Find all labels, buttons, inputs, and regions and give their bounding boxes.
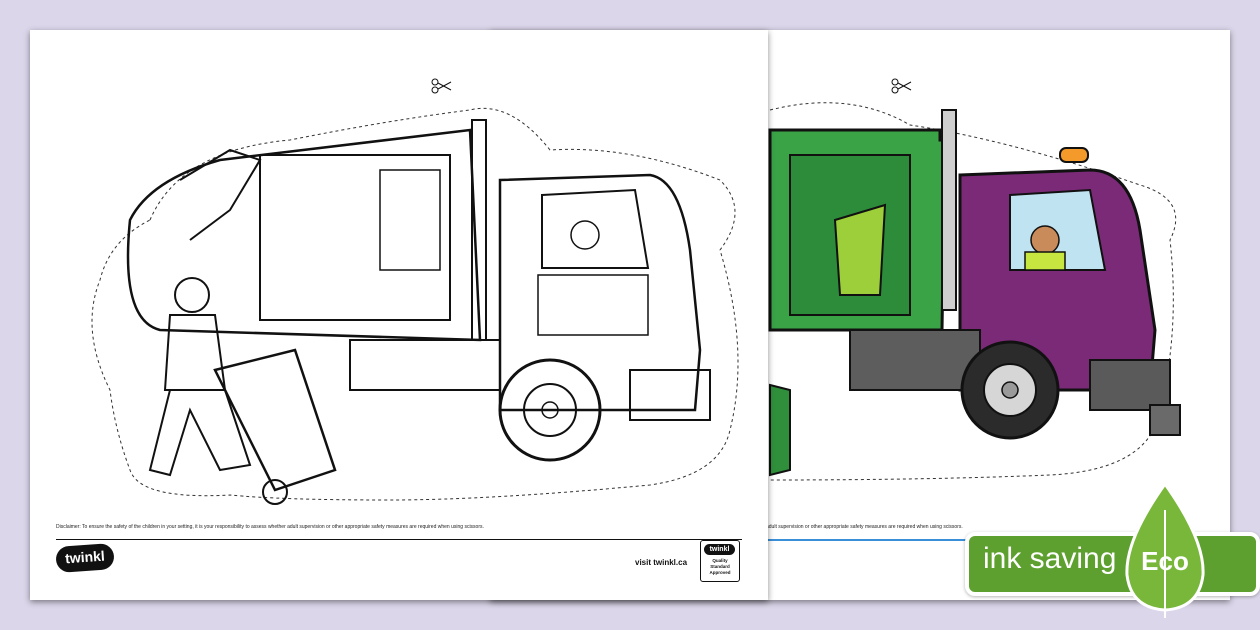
driver-head (570, 220, 600, 250)
chassis (849, 329, 981, 391)
front-wheel (498, 358, 602, 462)
front-hub (523, 383, 577, 437)
driver-vest (1024, 251, 1066, 271)
leaf-icon (1125, 481, 1205, 618)
cut-line (760, 102, 1177, 481)
bumper (629, 369, 711, 421)
bin-wheel (262, 479, 288, 505)
line-art-truck-illustration (91, 78, 739, 505)
bin-piece (769, 383, 791, 477)
disclaimer-text: adult supervision or other appropriate s… (766, 524, 963, 530)
body-light-panel (833, 203, 887, 296)
cab-window (541, 188, 650, 269)
footer-rule (766, 539, 1016, 541)
scissors-icon (891, 78, 912, 94)
body-window (379, 169, 441, 271)
worker-head (174, 277, 210, 313)
visit-link[interactable]: visit twinkl.ca (635, 558, 688, 567)
arm-frame (179, 148, 262, 241)
ink-saving-eco-badge: ink saving Eco (965, 480, 1260, 620)
footer-rule (56, 539, 742, 540)
beacon-light (1059, 147, 1089, 163)
cab-window (1009, 188, 1107, 271)
mudguard-step (1149, 404, 1181, 436)
cut-line (91, 107, 739, 501)
truck-cab (498, 173, 702, 412)
worker-legs (148, 389, 252, 477)
hub-center (1001, 381, 1019, 399)
hub-center (541, 401, 559, 419)
eco-banner: ink saving (965, 532, 1260, 596)
scissors-icon (431, 78, 452, 94)
eco-word: Eco (1141, 546, 1189, 576)
worker-body (163, 314, 227, 391)
cab-door (537, 274, 649, 336)
driver-head (1030, 225, 1060, 255)
bumper (1089, 359, 1171, 411)
badge-caption: Quality Standard Approved (709, 558, 731, 575)
line-art-cutout-sheet: Disclaimer: To ensure the safety of the … (30, 30, 768, 600)
colour-truck-illustration (760, 78, 1181, 481)
quality-badge: twinkl Quality Standard Approved (700, 540, 740, 582)
chassis (349, 339, 501, 391)
eco-label: ink saving (983, 542, 1117, 575)
disclaimer-text: Disclaimer: To ensure the safety of the … (56, 524, 484, 530)
exhaust-pipe (941, 109, 957, 311)
twinkl-logo: twinkl (55, 543, 115, 573)
body-panel (259, 154, 451, 321)
truck-cab (958, 168, 1157, 392)
badge-logo: twinkl (704, 544, 735, 555)
wheelie-bin (213, 348, 337, 492)
